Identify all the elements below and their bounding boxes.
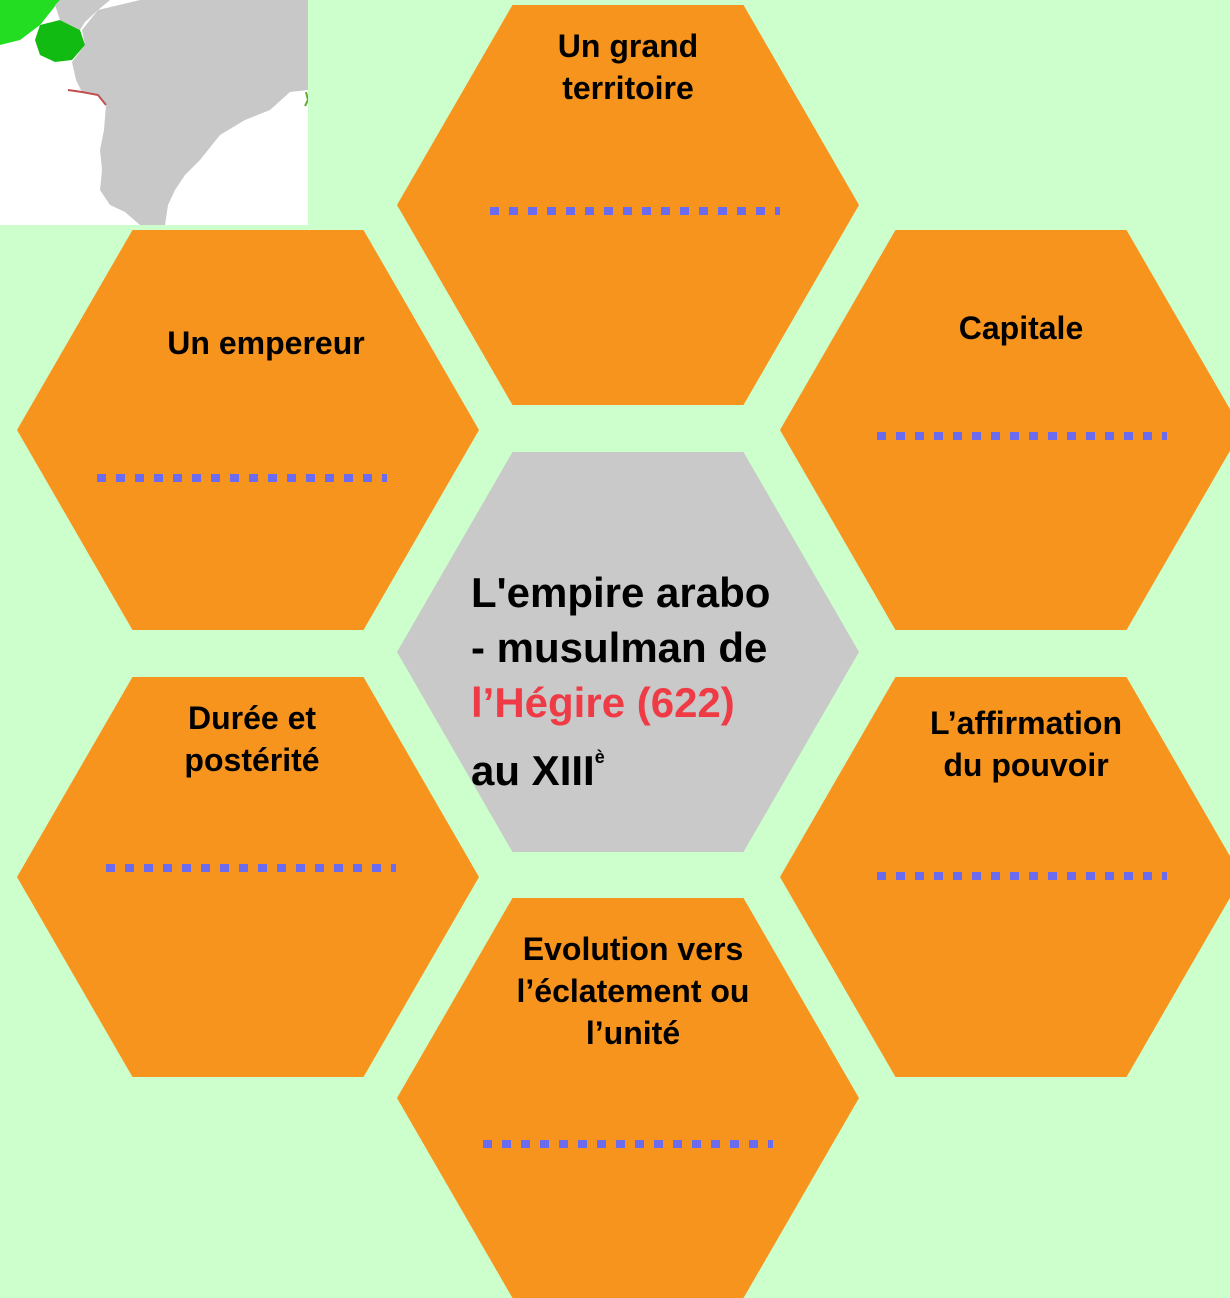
center-line-4-text: au XIII xyxy=(471,747,595,794)
hex-power: L’affirmation du pouvoir xyxy=(780,677,1230,1077)
center-line-1: L'empire arabo xyxy=(471,569,771,616)
dotted-answer-line xyxy=(490,207,780,215)
hex-duration: Durée et postérité xyxy=(17,677,479,1077)
map-fragment-icon xyxy=(0,0,308,225)
hex-label-territory: Un grand territoire xyxy=(557,28,699,106)
hex-label-duration: Durée et postérité xyxy=(184,700,320,778)
hex-capital: Capitale xyxy=(780,230,1230,630)
center-line-3: l’Hégire (622) xyxy=(471,679,735,726)
dotted-answer-line xyxy=(97,474,387,482)
dotted-answer-line xyxy=(106,864,396,872)
center-line-2: - musulman de xyxy=(471,624,768,671)
hex-label-evolution: Evolution vers l’éclatement ou l’unité xyxy=(516,931,750,1051)
hex-center-title: L'empire arabo - musulman de l’Hégire (6… xyxy=(397,452,859,852)
hex-label-emperor: Un empereur xyxy=(167,325,365,361)
dotted-answer-line xyxy=(483,1140,773,1148)
center-line-4: au XIIIè xyxy=(471,730,831,798)
hex-label-power: L’affirmation du pouvoir xyxy=(929,705,1122,783)
hex-evolution: Evolution vers l’éclatement ou l’unité xyxy=(397,898,859,1298)
center-line-4-sup: è xyxy=(594,747,605,767)
hex-territory: Un grand territoire xyxy=(397,5,859,405)
center-title: L'empire arabo - musulman de l’Hégire (6… xyxy=(471,565,831,798)
hex-label-capital: Capitale xyxy=(958,310,1084,346)
hex-emperor: Un empereur xyxy=(17,230,479,630)
dotted-answer-line xyxy=(877,872,1167,880)
dotted-answer-line xyxy=(877,432,1167,440)
